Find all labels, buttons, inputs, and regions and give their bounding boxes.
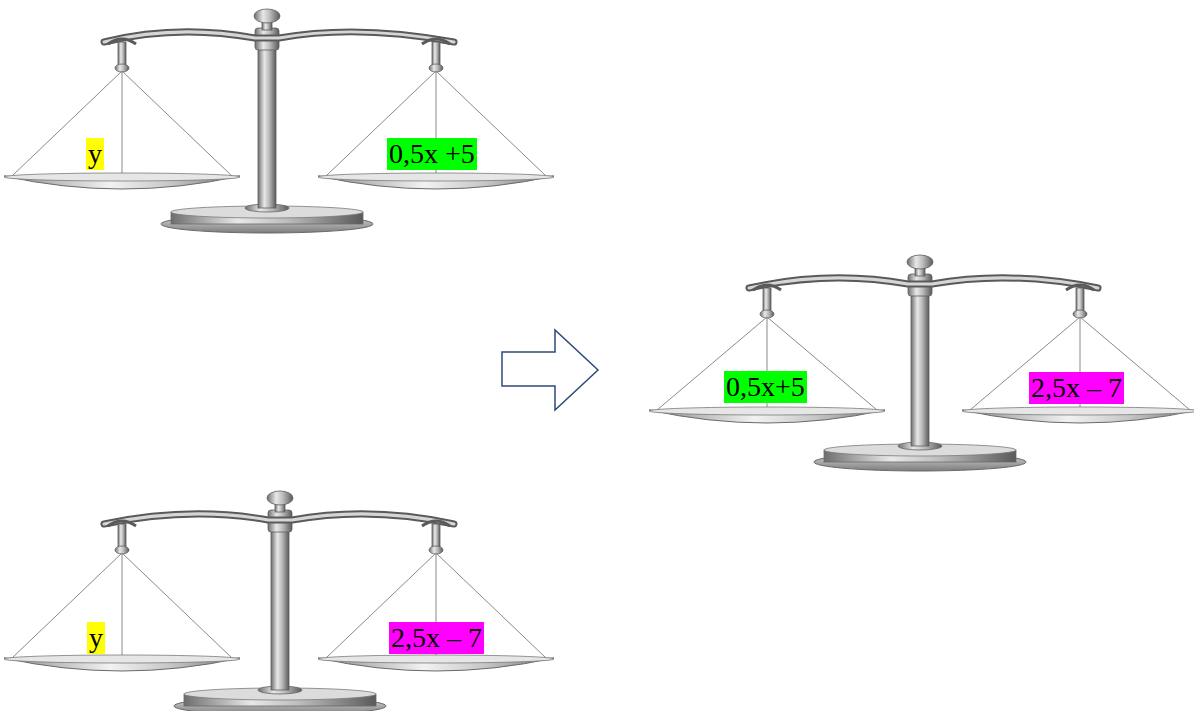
pan-hook	[118, 42, 126, 66]
highlighted-term: 2,5x – 7	[389, 622, 484, 654]
pan-string	[12, 71, 122, 176]
scale-pan	[962, 407, 1194, 415]
scale-beam	[104, 32, 454, 42]
pan-string	[122, 553, 232, 658]
scale-beam	[104, 514, 454, 524]
pan-hook	[763, 288, 771, 312]
pan-hook	[115, 64, 129, 72]
scale-pan	[318, 173, 554, 181]
pan-hook	[115, 546, 129, 554]
scale-beam	[749, 278, 1098, 288]
scale-beam	[104, 514, 454, 524]
highlighted-term: 2,5x – 7	[1029, 372, 1124, 404]
scale-finial	[907, 255, 933, 269]
highlighted-term: y	[87, 622, 105, 654]
pan-hook	[429, 64, 443, 72]
hollow-arrow	[502, 330, 598, 410]
expression-text: 0,5x+5	[726, 371, 805, 403]
scale-pan	[318, 655, 554, 663]
scale-beam	[104, 32, 454, 42]
scale-beam	[749, 278, 1098, 288]
scale-pole	[911, 290, 929, 446]
scale-pan	[649, 407, 885, 415]
scale-pan	[4, 173, 240, 181]
scale-pole	[258, 44, 276, 208]
pan-string	[122, 71, 232, 176]
balance-scale	[4, 9, 554, 233]
highlighted-term: 0,5x+5	[724, 371, 807, 403]
highlighted-term: 0,5x +5	[387, 138, 477, 170]
pan-hook	[760, 310, 774, 318]
scale-pan	[4, 655, 240, 663]
pan-hook	[118, 524, 126, 548]
highlighted-term: y	[86, 138, 104, 170]
pan-string	[122, 553, 123, 658]
scale-pole	[271, 526, 289, 690]
scale-finial	[254, 9, 280, 23]
pan-string	[12, 553, 122, 658]
pan-string	[122, 71, 123, 176]
pan-hook	[429, 546, 443, 554]
expression-text: 0,5x +5	[389, 138, 475, 170]
expression-text: y	[88, 138, 102, 170]
expression-text: 2,5x – 7	[391, 622, 482, 654]
pan-hook	[432, 524, 440, 548]
expression-text: y	[89, 622, 103, 654]
balance-scale	[649, 255, 1194, 471]
pan-hook	[1073, 310, 1087, 318]
expression-text: 2,5x – 7	[1031, 372, 1122, 404]
scale-finial	[267, 491, 293, 505]
pan-hook	[1076, 288, 1084, 312]
pan-hook	[432, 42, 440, 66]
balance-scale	[4, 491, 554, 711]
